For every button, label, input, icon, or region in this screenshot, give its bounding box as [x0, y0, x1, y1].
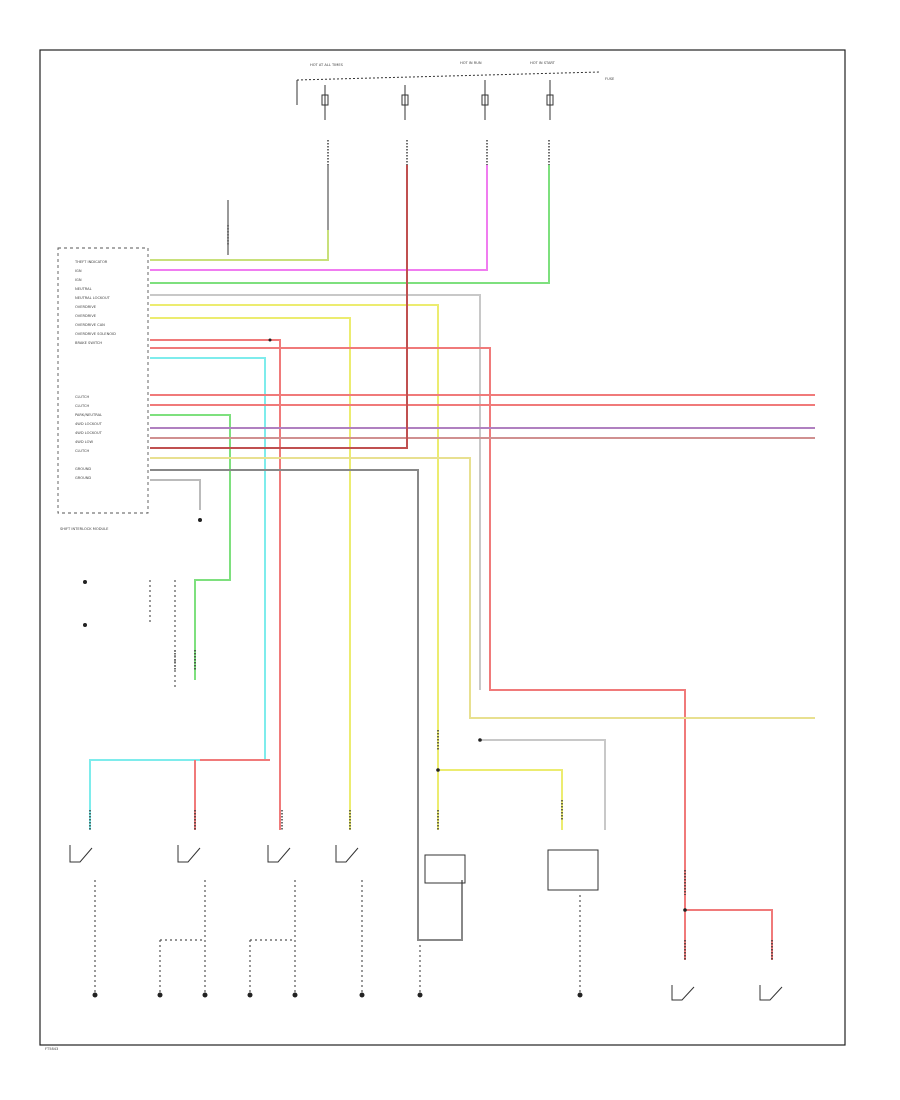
fuse-icon — [401, 94, 409, 106]
wire-tan — [150, 457, 815, 719]
fuse-label-4: FUSE — [605, 77, 615, 81]
svg-text:CLUTCH: CLUTCH — [75, 449, 89, 453]
fuse-label-1: HOT AT ALL TIMES — [310, 63, 344, 67]
svg-text:CLUTCH: CLUTCH — [75, 404, 89, 408]
module-pin-labels: THEFT INDICATOR IGN IGN NEUTRAL NEUTRAL … — [74, 260, 116, 480]
fuse-block: HOT AT ALL TIMES HOT IN RUN HOT IN START… — [296, 61, 615, 120]
svg-text:IGN: IGN — [75, 278, 82, 282]
ground-points — [83, 518, 583, 998]
wire-yellow-green — [150, 230, 329, 261]
svg-text:BRAKE SWITCH: BRAKE SWITCH — [75, 341, 102, 345]
svg-text:4WD LOW: 4WD LOW — [75, 440, 93, 444]
svg-text:GROUND: GROUND — [75, 467, 91, 471]
svg-text:NEUTRAL LOCKOUT: NEUTRAL LOCKOUT — [75, 296, 111, 300]
wire-red-long — [150, 347, 686, 910]
svg-text:4WD LOCKOUT: 4WD LOCKOUT — [75, 431, 103, 435]
ground-icon — [92, 992, 98, 998]
fuse-icon — [546, 94, 554, 106]
ground-icon — [292, 992, 298, 998]
wire-red-split — [685, 909, 773, 960]
fuse-icon — [321, 94, 329, 106]
svg-text:OVERDRIVE: OVERDRIVE — [75, 305, 97, 309]
svg-text:4WD LOCKOUT: 4WD LOCKOUT — [75, 422, 103, 426]
wire-yellow-2 — [150, 317, 351, 830]
switch-icon — [267, 845, 291, 863]
wire-yellow-right — [438, 769, 563, 830]
ground-icon — [359, 992, 365, 998]
svg-text:GROUND: GROUND — [75, 476, 91, 480]
solenoid-icon — [424, 854, 466, 884]
svg-text:NEUTRAL: NEUTRAL — [75, 287, 92, 291]
fuse-label-3: HOT IN START — [530, 61, 556, 65]
wire-green — [150, 165, 550, 284]
ground-icon — [83, 580, 87, 584]
connectors — [89, 650, 773, 960]
switch-row — [69, 845, 783, 1001]
svg-text:PARK/NEUTRAL: PARK/NEUTRAL — [75, 413, 102, 417]
ground-icon — [417, 992, 423, 998]
ground-icon — [198, 518, 202, 522]
svg-text:THEFT INDICATOR: THEFT INDICATOR — [74, 260, 108, 264]
shift-interlock-module — [57, 247, 149, 514]
svg-text:OVERDRIVE CAN: OVERDRIVE CAN — [75, 323, 105, 327]
wire-green-2 — [150, 414, 231, 680]
wire-gray — [150, 294, 481, 690]
diagram-frame — [39, 49, 846, 1046]
diagram-code: FT5843 — [45, 1047, 58, 1051]
ground-icon — [247, 992, 253, 998]
wire-ground — [150, 469, 463, 941]
svg-text:IGN: IGN — [75, 269, 82, 273]
switch-icon — [177, 845, 201, 863]
svg-text:OVERDRIVE SOLENOID: OVERDRIVE SOLENOID — [75, 332, 116, 336]
ground-icon — [202, 992, 208, 998]
wire-yellow — [150, 304, 439, 830]
wire-gray-right — [480, 739, 606, 830]
wire-ground-2 — [150, 479, 201, 510]
splices — [268, 338, 687, 912]
switch-icon — [759, 985, 783, 1001]
wire-dark-red — [150, 165, 408, 449]
wire-red — [150, 339, 281, 830]
fuse-label-2: HOT IN RUN — [460, 61, 482, 65]
switch-icon — [671, 985, 695, 1001]
ground-icon — [83, 623, 87, 627]
ground-icon — [577, 992, 583, 998]
wire-magenta — [150, 165, 488, 271]
switch-icon — [69, 845, 93, 863]
module-name: SHIFT INTERLOCK MODULE — [60, 527, 109, 531]
ground-leads — [94, 580, 581, 995]
ground-icon — [157, 992, 163, 998]
wire-harness — [89, 165, 815, 960]
svg-text:OVERDRIVE: OVERDRIVE — [75, 314, 97, 318]
svg-text:CLUTCH: CLUTCH — [75, 395, 89, 399]
solenoid-icon — [547, 849, 599, 891]
fuse-icon — [481, 94, 489, 106]
switch-icon — [335, 845, 359, 863]
